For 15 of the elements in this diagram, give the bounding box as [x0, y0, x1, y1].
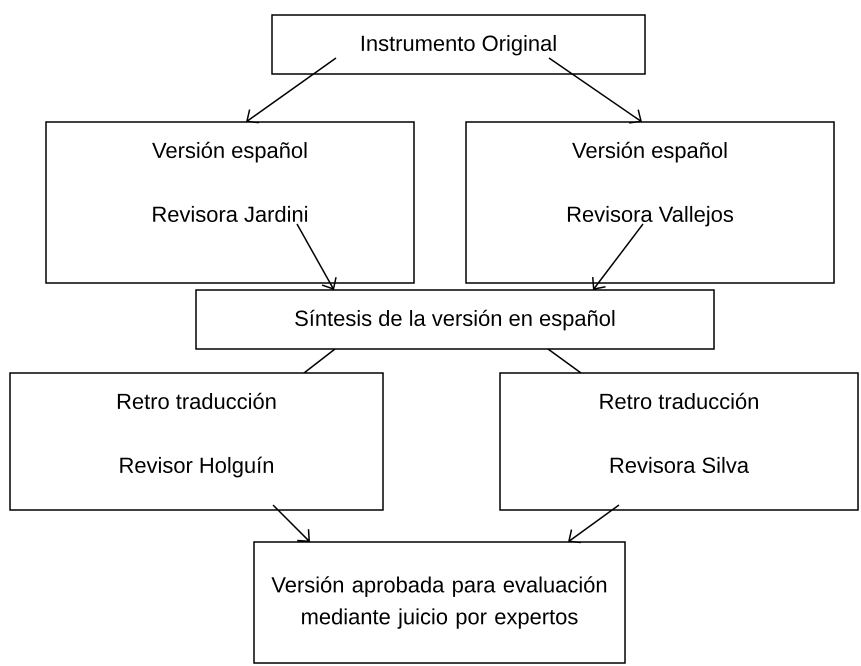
process-box: Instrumento Original — [271, 14, 646, 75]
process-box: Retro traducción Revisor Holguín — [9, 372, 384, 511]
arrow — [246, 57, 336, 124]
arrow — [568, 504, 620, 544]
process-box: Retro traducción Revisora Silva — [499, 372, 859, 511]
process-box: Versión español Revisora Jardini — [45, 121, 415, 284]
arrow — [296, 224, 337, 290]
arrow — [548, 57, 642, 124]
connector-line — [304, 348, 336, 374]
process-box: Versión español Revisora Vallejos — [465, 121, 835, 284]
connector-line — [548, 348, 582, 374]
arrow — [592, 224, 644, 290]
arrow — [272, 504, 310, 542]
process-box: Versión aprobada para evaluación mediante juicio por expertos — [253, 541, 626, 664]
process-box: Síntesis de la versión en español — [195, 289, 715, 350]
